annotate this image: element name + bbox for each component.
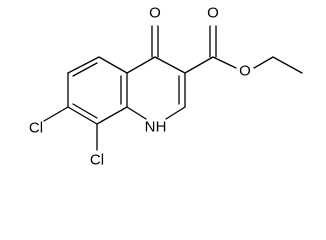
- bond-c4a-c5: [98, 56, 128, 74]
- bond-c4a-c4: [126, 56, 156, 74]
- bond-c7-c8: [67, 106, 98, 125]
- bond-lines: [43, 25, 303, 151]
- molecule-structure: O O O H N Cl Cl: [29, 5, 303, 169]
- ester-carbonyl-oxygen-label: O: [207, 5, 219, 22]
- bond-c3-ccarbonyl: [184, 56, 214, 74]
- bond-oether-ch2: [253, 56, 274, 69]
- nh-hydrogen-label: H: [156, 119, 167, 136]
- atom-labels: O O O H N Cl Cl: [29, 5, 251, 169]
- bond-c7-c8-inner: [72, 103, 98, 119]
- ketone-oxygen-label: O: [149, 5, 161, 22]
- bond-c5-c6-inner: [72, 62, 98, 77]
- nh-nitrogen-label: N: [145, 119, 156, 136]
- bond-c7-cl: [43, 106, 69, 122]
- ester-ether-oxygen-label: O: [239, 63, 251, 80]
- bond-c5-c6: [67, 56, 100, 74]
- bond-c8-c8a: [96, 106, 128, 125]
- chlorine-bottom-label: Cl: [90, 152, 104, 169]
- bond-c4-c3: [154, 56, 186, 74]
- bond-n1-c8a: [126, 106, 147, 120]
- bond-ch2-ch3: [272, 56, 303, 74]
- bond-ccarbonyl-oether: [212, 56, 237, 69]
- bond-c2-n1: [165, 106, 186, 120]
- chlorine-top-label: Cl: [29, 120, 43, 137]
